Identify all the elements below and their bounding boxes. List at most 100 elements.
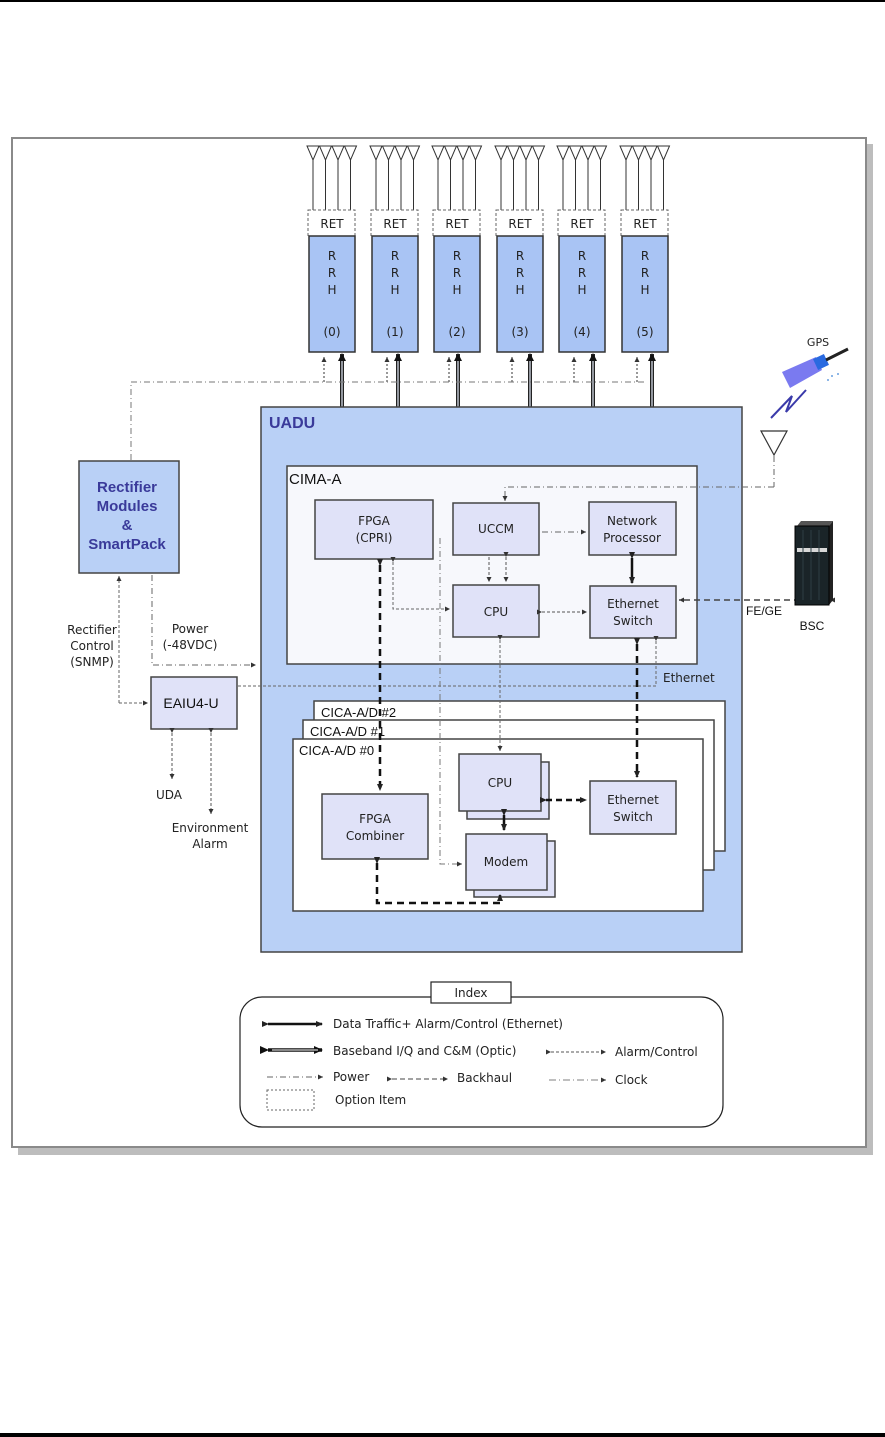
network-processor-label-1: Network [607, 514, 657, 528]
fpga-combiner-box [321, 793, 429, 860]
cica-2-title: CICA-A/D #2 [321, 705, 396, 720]
cima-a-title: CIMA-A [289, 471, 342, 488]
rrh-letter: R [453, 266, 461, 280]
rrh-letter: R [391, 266, 399, 280]
rrh-letter: H [327, 283, 336, 297]
antenna-icon [406, 145, 421, 162]
antenna-icon [519, 145, 533, 162]
legend-title: Index [454, 986, 487, 1000]
clock-gps-to-uccm [502, 486, 774, 501]
rrh-letter: H [640, 283, 649, 297]
ret-label: RET [508, 217, 532, 231]
antenna-icon [506, 145, 521, 162]
rrh-letter: R [578, 266, 586, 280]
power-label-1: Power [172, 622, 208, 636]
fpga-cpri-box [314, 499, 434, 560]
rectifier-label-3: & [122, 517, 133, 534]
rrh-box [621, 235, 669, 353]
antenna-icon [656, 145, 671, 162]
gps-satellite-icon [782, 347, 849, 388]
rrh-box [496, 235, 544, 353]
rectifier-control-label-3: (SNMP) [70, 655, 114, 669]
antenna-icon [369, 145, 383, 162]
cica-ethernet-switch-label-2: Switch [613, 810, 653, 824]
ret-label: RET [445, 217, 469, 231]
cima-cpu-box [452, 584, 540, 638]
page-top-rule [0, 0, 885, 2]
power-48vdc-line [151, 575, 256, 668]
ret-label: RET [570, 217, 594, 231]
modem-label: Modem [484, 855, 528, 869]
cima-ethernet-switch-label-1: Ethernet [607, 597, 659, 611]
fpga-cpri-label-1: FPGA [358, 514, 390, 528]
network-processor-box [588, 501, 677, 556]
cica-0-title: CICA-A/D #0 [299, 743, 374, 758]
environment-alarm-label-2: Alarm [192, 837, 227, 851]
antenna-icon [556, 145, 570, 162]
rrh-box [308, 235, 356, 353]
eaiu4-u-label: EAIU4-U [163, 695, 218, 711]
ret-box [370, 209, 419, 237]
rrh-letter: R [453, 249, 461, 263]
antenna-icon [456, 145, 470, 162]
fpga-combiner-label-1: FPGA [359, 812, 391, 826]
legend-data-traffic-label: Data Traffic+ Alarm/Control (Ethernet) [333, 1017, 563, 1031]
power-label-2: (-48VDC) [163, 638, 218, 652]
power-bus-line [130, 381, 644, 460]
antenna-icon [494, 145, 508, 162]
optic-arrowhead-up [648, 353, 656, 361]
rrh-index-label: (5) [637, 325, 654, 339]
legend-clock-label: Clock [615, 1073, 648, 1087]
cica-ethernet-switch-label-1: Ethernet [607, 793, 659, 807]
cima-cpu-label: CPU [484, 605, 508, 619]
ret-box [620, 209, 669, 237]
legend-alarm-control-label: Alarm/Control [615, 1045, 698, 1059]
rrh-letter: R [328, 249, 336, 263]
optic-arrowhead-up [526, 353, 534, 361]
rrh-letter: H [452, 283, 461, 297]
cica-ethernet-switch-box [589, 780, 677, 835]
rrh-index-label: (0) [324, 325, 341, 339]
rectifier-label-4: SmartPack [88, 536, 166, 553]
fpga-combiner-label-2: Combiner [346, 829, 404, 843]
rrh-letter: H [515, 283, 524, 297]
rrh-index-label: (4) [574, 325, 591, 339]
rrh-letter: H [577, 283, 586, 297]
uadu-title: UADU [269, 415, 315, 432]
legend-power-label: Power [333, 1070, 369, 1084]
page-bottom-rule [0, 1433, 885, 1437]
gps-label: GPS [807, 336, 829, 349]
rectifier-control-label-2: Control [70, 639, 113, 653]
uccm-label: UCCM [478, 522, 514, 536]
rectifier-box [78, 460, 180, 574]
rectifier-control-label-1: Rectifier [67, 623, 117, 637]
gps-antenna-icon [759, 430, 789, 457]
legend-baseband-label: Baseband I/Q and C&M (Optic) [333, 1044, 516, 1058]
cima-ethernet-switch-box [589, 585, 677, 639]
rrh-letter: R [578, 249, 586, 263]
rrh-box [371, 235, 419, 353]
legend-option-item-label: Option Item [335, 1093, 406, 1107]
ret-label: RET [320, 217, 344, 231]
antenna-icon [581, 145, 595, 162]
ret-label: RET [633, 217, 657, 231]
optic-arrowhead-up [338, 353, 346, 361]
network-processor-label-2: Processor [603, 531, 661, 545]
optic-arrowhead-up [454, 353, 462, 361]
uda-label: UDA [156, 788, 183, 802]
rrh-letter: R [516, 266, 524, 280]
bsc-label: BSC [800, 619, 825, 633]
fpga-cpu-alarm-link [390, 557, 450, 612]
antenna-icon [644, 145, 658, 162]
antenna-icon [619, 145, 633, 162]
combiner-modem-backhaul [374, 857, 503, 905]
antenna-icon [381, 145, 396, 162]
antenna-icon [593, 145, 608, 162]
antenna-icon [631, 145, 646, 162]
cica-1-title: CICA-A/D #1 [310, 724, 385, 739]
rrh-letter: R [641, 249, 649, 263]
ret-label: RET [383, 217, 407, 231]
